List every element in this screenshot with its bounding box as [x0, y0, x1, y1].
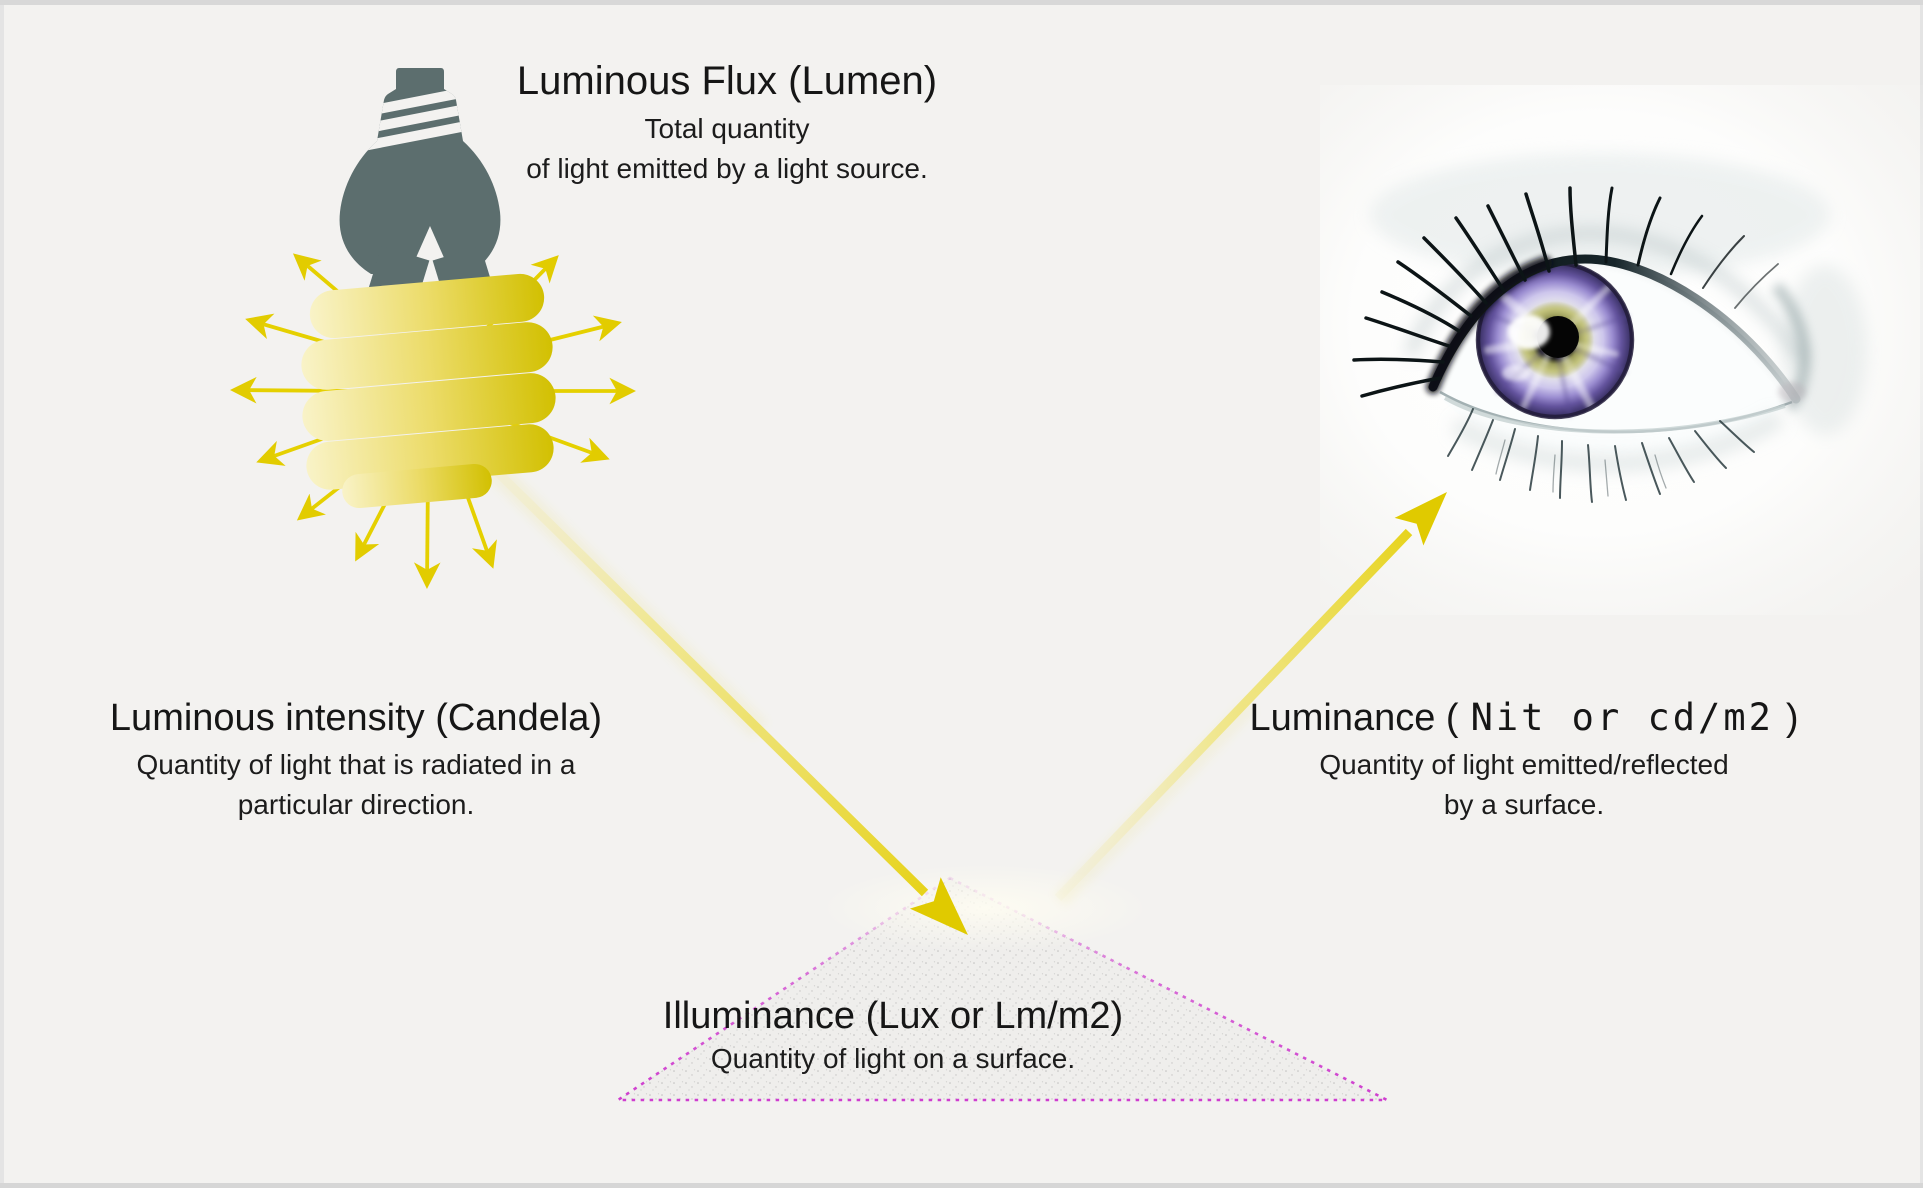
- catchlight: [1508, 315, 1550, 349]
- incident-ray-shaft: [476, 451, 929, 897]
- upper-lashes: [1352, 186, 1779, 398]
- lower-lashes: [1447, 408, 1755, 503]
- eyelid-crease: [1405, 228, 1807, 363]
- cfl-bulb-icon: [230, 68, 636, 589]
- catchlight-small: [1502, 365, 1530, 381]
- lower-waterline: [1443, 396, 1786, 434]
- surface-light-pool: [820, 864, 1150, 952]
- reflected-ray-shaft: [1054, 528, 1413, 902]
- surface-triangle: [613, 876, 1388, 1102]
- bulb-spiral: [301, 273, 556, 509]
- brow-shading: [1370, 153, 1830, 277]
- inner-corner: [1778, 382, 1806, 402]
- bulb-base-body: [339, 68, 501, 274]
- eye-icon: [1320, 85, 1923, 615]
- reflected-ray-head: [1394, 492, 1447, 546]
- surface-triangle-dashed-border: [613, 876, 1388, 1102]
- incident-ray-head: [909, 877, 968, 935]
- reflected-ray-arrow: [1054, 492, 1447, 906]
- incident-ray-arrow: [472, 447, 968, 935]
- surface-triangle-speckle: [618, 878, 1387, 1100]
- iris-group: [1433, 259, 1796, 420]
